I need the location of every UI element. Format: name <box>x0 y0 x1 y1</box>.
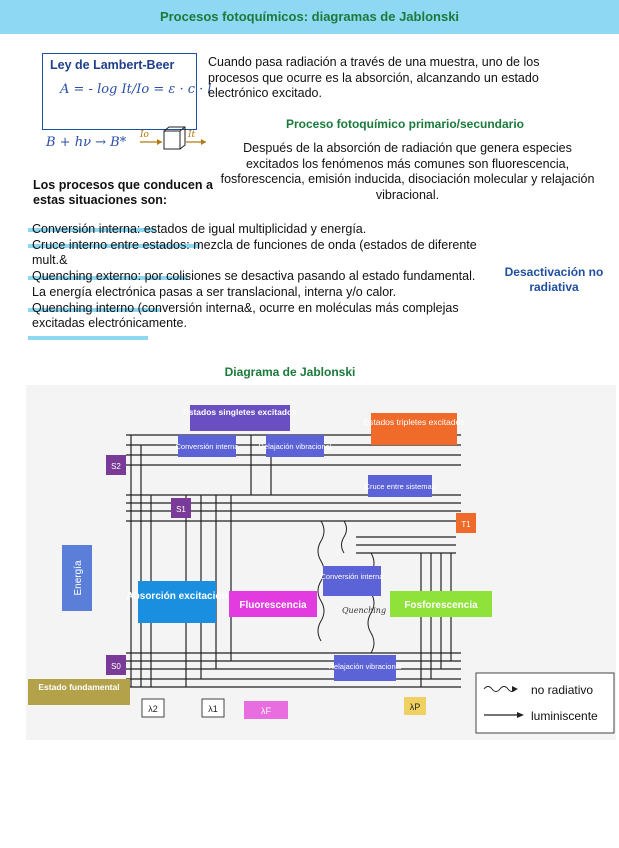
procesos-heading: Los procesos que conducen a estas situac… <box>33 178 213 207</box>
proceso-paragraph: Después de la absorción de radiación que… <box>220 141 595 202</box>
lambdaP-label: λP <box>410 702 421 712</box>
procesos-list: Conversión interna: estados de igual mul… <box>32 222 512 332</box>
lambert-beer-title: Ley de Lambert-Beer <box>50 58 175 72</box>
relajacion-bottom-label: Relajación vibracional <box>329 662 402 671</box>
relajacion-top-label: Relajación vibracional <box>259 442 332 451</box>
list-item: Quenching externo: por colisiones se des… <box>32 269 476 284</box>
io-label: Io <box>139 130 150 140</box>
legend-wavy-icon <box>483 686 517 692</box>
lambdaF-label: λF <box>261 706 272 716</box>
lambda2-label: λ2 <box>148 704 158 714</box>
absorcion-box <box>138 581 216 623</box>
legend-noradiativo-label: no radiativo <box>531 683 593 697</box>
intro-paragraph: Cuando pasa radiación a través de una mu… <box>208 55 540 100</box>
lambdaP-box <box>404 697 426 715</box>
list-item: La energía electrónica pasas a ser trans… <box>32 284 397 299</box>
list-item: Cruce interno entre estados: mezcla de f… <box>32 237 477 268</box>
energia-label: Energía <box>73 560 84 595</box>
cuvette-sketch: Io It <box>139 126 206 150</box>
lambdaF-box <box>244 701 288 719</box>
relajacion-top-box <box>266 435 324 457</box>
absorcion-label: Absorción excitación <box>126 591 227 602</box>
diagram-title: Diagrama de Jablonski <box>224 365 356 379</box>
conv-interna-top-label: Conversión interna <box>176 442 240 451</box>
tripletes-label: Estados tripletes excitados <box>363 417 464 427</box>
lambda2-box <box>141 698 165 718</box>
lambda1-box <box>201 698 225 718</box>
estado-fundamental-label: Estado fundamental <box>38 682 119 692</box>
reaction-formula: B + hν → B* <box>46 135 127 150</box>
it-label: It <box>187 130 196 140</box>
highlight-stroke <box>28 244 200 248</box>
quenching-label: Quenching <box>342 606 386 615</box>
s0-label: S0 <box>111 662 121 671</box>
jablonski-diagram: Estados singletes excitados Estados trip… <box>26 385 616 740</box>
cruce-label: Cruce entre sistemas <box>365 482 436 491</box>
header-bar <box>0 0 619 34</box>
page-title: Procesos fotoquímicos: diagramas de Jabl… <box>159 9 460 24</box>
relajacion-bottom-box <box>334 655 396 681</box>
s1-label: S1 <box>176 505 186 514</box>
conv-interna-mid-label: Conversión interna <box>321 572 385 581</box>
highlight-stroke <box>28 228 156 232</box>
legend-box <box>475 672 615 734</box>
conv-interna-top-box <box>178 435 236 457</box>
fosforescencia-box <box>390 591 492 617</box>
fluorescencia-label: Fluorescencia <box>239 600 307 611</box>
proceso-title: Proceso fotoquímico primario/secundario <box>285 117 525 131</box>
legend-luminiscente-label: luminiscente <box>531 709 598 723</box>
list-item: Conversión interna: estados de igual mul… <box>32 222 367 236</box>
tripletes-box <box>371 413 457 445</box>
s0-box <box>106 655 126 675</box>
lambda1-label: λ1 <box>208 704 218 714</box>
list-item: Quenching interno (conversión interna&, … <box>32 300 459 331</box>
wavy-line <box>341 520 347 554</box>
fluorescencia-box <box>229 591 317 617</box>
s1-box <box>171 498 191 518</box>
desactivacion-label: Desactivación no radiativa <box>504 265 604 294</box>
s2-box <box>106 455 126 475</box>
t1-box <box>456 513 476 533</box>
lambert-beer-box <box>42 53 197 130</box>
energia-box <box>62 545 92 611</box>
lambert-beer-formula: A = - log It/Io = ε · c · l <box>60 82 212 97</box>
s2-label: S2 <box>111 462 121 471</box>
highlight-stroke <box>28 308 160 312</box>
fosforescencia-label: Fosforescencia <box>404 600 478 611</box>
highlight-stroke <box>28 336 148 340</box>
t1-label: T1 <box>461 520 471 529</box>
cruce-box <box>368 475 432 497</box>
conv-interna-mid-box <box>323 566 381 596</box>
singletes-label: Estados singletes excitados <box>183 407 297 417</box>
singletes-box <box>190 405 290 431</box>
wavy-line <box>317 520 325 642</box>
highlight-stroke <box>28 276 188 280</box>
estado-fundamental-box <box>28 679 130 705</box>
